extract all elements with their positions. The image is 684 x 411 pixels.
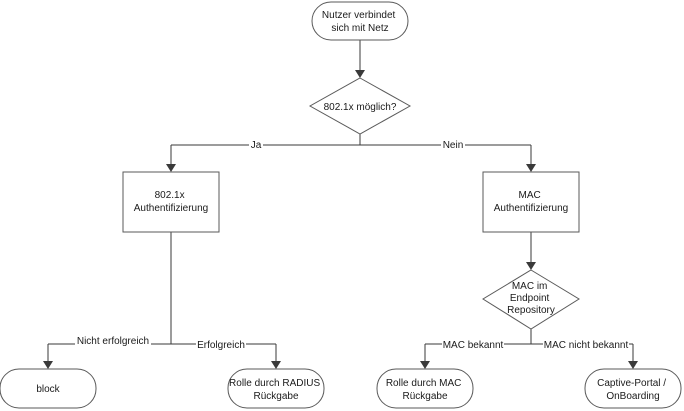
decision-mac-label: MAC im Endpoint Repository xyxy=(507,281,555,316)
edge-label-nein: Nein xyxy=(443,140,464,151)
end-block-node xyxy=(0,368,97,409)
end-portal-label: Captive-Portal / OnBoarding xyxy=(597,378,669,402)
decision-8021x-node xyxy=(308,77,412,135)
start-node-label: Nutzer verbindet sich mit Netz xyxy=(322,10,398,34)
edge-label-nicht-erfolgreich: Nicht erfolgreich xyxy=(77,336,149,347)
decision-mac-node xyxy=(482,269,580,330)
end-radius-node xyxy=(227,368,325,409)
edge-label-mac-nicht-bekannt: MAC nicht bekannt xyxy=(544,340,629,351)
end-portal-node xyxy=(584,368,682,409)
arrowhead xyxy=(526,164,536,172)
arrowhead xyxy=(355,70,365,78)
arrowhead xyxy=(420,361,430,369)
end-radius-label: Rolle durch RADIUS Rückgabe xyxy=(229,378,323,402)
decision-8021x-label: 802.1x möglich? xyxy=(324,102,397,113)
auth-mac-node xyxy=(482,171,580,233)
edge-label-ja: Ja xyxy=(251,140,262,151)
arrowhead xyxy=(43,361,53,369)
end-block-label: block xyxy=(36,384,60,395)
arrowhead xyxy=(526,262,536,270)
start-node xyxy=(311,1,409,41)
arrowhead xyxy=(271,361,281,369)
auth-mac-label: MAC Authentifizierung xyxy=(494,190,569,214)
arrowhead xyxy=(166,164,176,172)
end-mac-role-label: Rolle durch MAC Rückgabe xyxy=(386,378,464,402)
arrowhead xyxy=(628,361,638,369)
edge-label-erfolgreich: Erfolgreich xyxy=(197,340,245,351)
edge-label-mac-bekannt: MAC bekannt xyxy=(443,340,504,351)
auth-8021x-node xyxy=(122,171,220,233)
end-mac-role-node xyxy=(376,368,474,409)
auth-8021x-label: 802.1x Authentifizierung xyxy=(134,190,209,214)
